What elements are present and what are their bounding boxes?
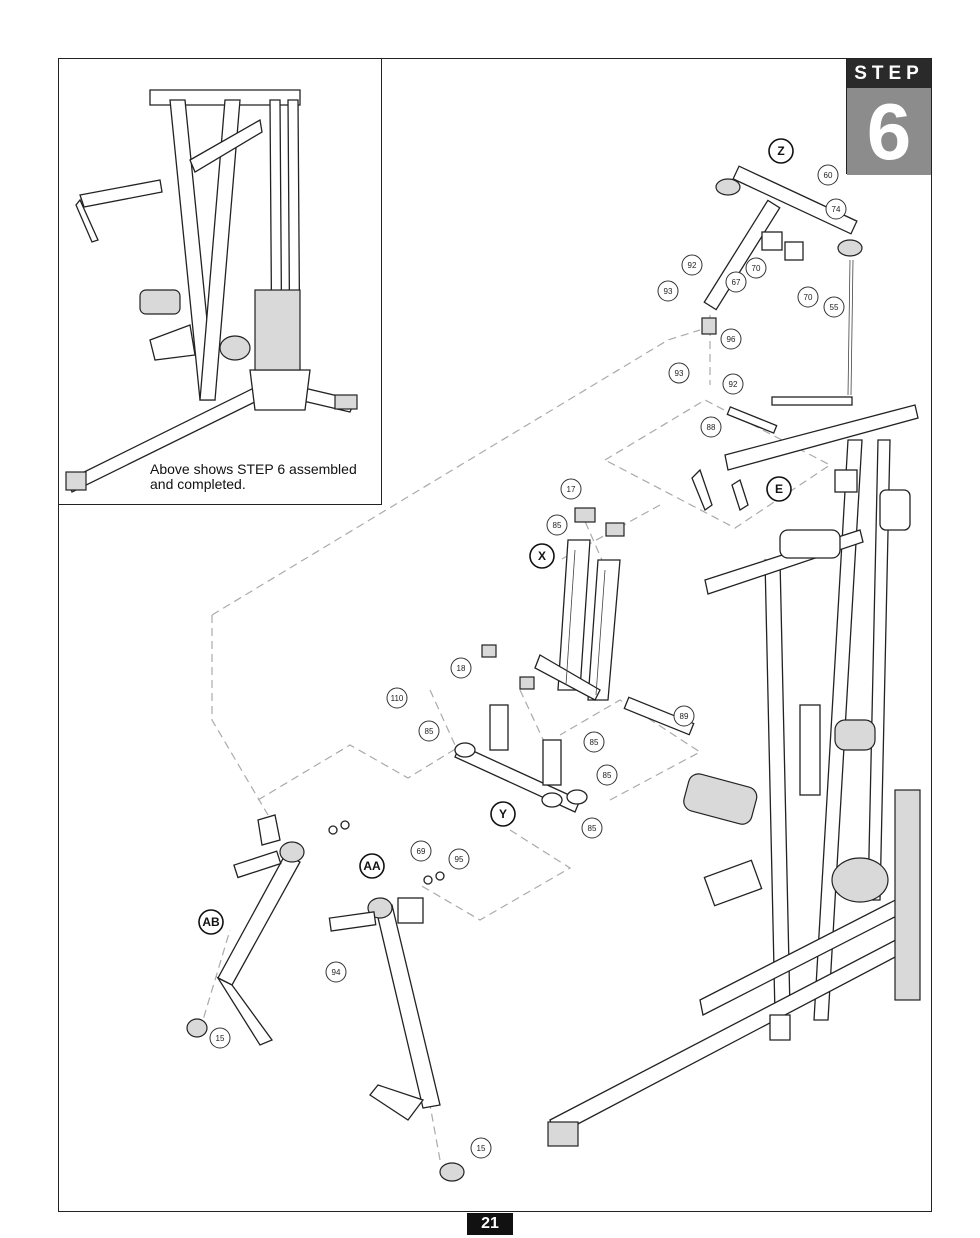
inset-panel (58, 58, 382, 505)
callout-93: 93 (657, 280, 679, 302)
svg-text:85: 85 (603, 771, 612, 780)
callout-89: 89 (673, 705, 695, 727)
svg-text:15: 15 (477, 1144, 486, 1153)
svg-text:E: E (775, 482, 783, 496)
svg-text:85: 85 (553, 521, 562, 530)
callout-85e: 85 (581, 817, 603, 839)
part-z-pulley-bar (701, 165, 863, 406)
callout-92b: 92 (722, 373, 744, 395)
callout-15b: 15 (470, 1137, 492, 1159)
part-aa-arm (328, 871, 465, 1182)
svg-text:70: 70 (804, 293, 813, 302)
label-z: Z (768, 138, 794, 164)
svg-text:85: 85 (425, 727, 434, 736)
callout-85c: 85 (583, 731, 605, 753)
svg-text:X: X (538, 549, 546, 563)
page-border (58, 58, 932, 1212)
label-x: X (529, 543, 555, 569)
callout-85b: 85 (418, 720, 440, 742)
svg-text:AB: AB (202, 915, 220, 929)
svg-text:Z: Z (777, 144, 784, 158)
svg-text:89: 89 (680, 712, 689, 721)
inset-caption-line-2: and completed. (150, 476, 246, 492)
svg-text:92: 92 (729, 380, 738, 389)
label-aa: AA (359, 853, 385, 879)
svg-text:110: 110 (391, 694, 404, 703)
callout-92: 92 (681, 254, 703, 276)
svg-text:18: 18 (457, 664, 466, 673)
svg-text:93: 93 (664, 287, 673, 296)
callout-95: 95 (448, 848, 470, 870)
svg-text:60: 60 (824, 171, 833, 180)
part-e-main-frame (547, 404, 921, 1147)
callout-18: 18 (450, 657, 472, 679)
svg-text:85: 85 (590, 738, 599, 747)
callout-93b: 93 (668, 362, 690, 384)
callout-15a: 15 (209, 1027, 231, 1049)
callout-67: 67 (725, 271, 747, 293)
callout-94: 94 (325, 961, 347, 983)
callout-69: 69 (410, 840, 432, 862)
callout-17: 17 (560, 478, 582, 500)
svg-text:17: 17 (567, 485, 576, 494)
part-y-lever (454, 406, 778, 813)
part-x-carriage (534, 507, 625, 701)
label-ab: AB (198, 909, 224, 935)
svg-text:93: 93 (675, 369, 684, 378)
step-number: 6 (847, 88, 931, 175)
inset-assembled-machine (65, 89, 358, 493)
callout-85a: 85 (546, 514, 568, 536)
callout-88: 88 (700, 416, 722, 438)
svg-text:94: 94 (332, 968, 341, 977)
svg-text:92: 92 (688, 261, 697, 270)
callout-70: 70 (745, 257, 767, 279)
label-e: E (766, 476, 792, 502)
part-ab-arm (186, 814, 350, 1046)
svg-text:85: 85 (588, 824, 597, 833)
svg-text:69: 69 (417, 847, 426, 856)
svg-text:Y: Y (499, 807, 507, 821)
svg-text:96: 96 (727, 335, 736, 344)
page-number: 21 (467, 1213, 513, 1235)
inset-caption-line-1: Above shows STEP 6 assembled (150, 461, 357, 477)
svg-text:74: 74 (832, 205, 841, 214)
callout-110: 110 (386, 687, 408, 709)
callout-74: 74 (825, 198, 847, 220)
svg-text:88: 88 (707, 423, 716, 432)
callout-70b: 70 (797, 286, 819, 308)
label-y: Y (490, 801, 516, 827)
callout-55: 55 (823, 296, 845, 318)
inset-caption: Above shows STEP 6 assembled and complet… (150, 462, 380, 492)
callout-96: 96 (720, 328, 742, 350)
svg-text:70: 70 (752, 264, 761, 273)
callout-85d: 85 (596, 764, 618, 786)
svg-text:95: 95 (455, 855, 464, 864)
svg-text:67: 67 (732, 278, 741, 287)
svg-text:AA: AA (363, 859, 381, 873)
svg-text:15: 15 (216, 1034, 225, 1043)
svg-text:55: 55 (830, 303, 839, 312)
step-word: STEP (847, 59, 931, 88)
callout-60: 60 (817, 164, 839, 186)
step-badge: STEP 6 (846, 58, 932, 175)
